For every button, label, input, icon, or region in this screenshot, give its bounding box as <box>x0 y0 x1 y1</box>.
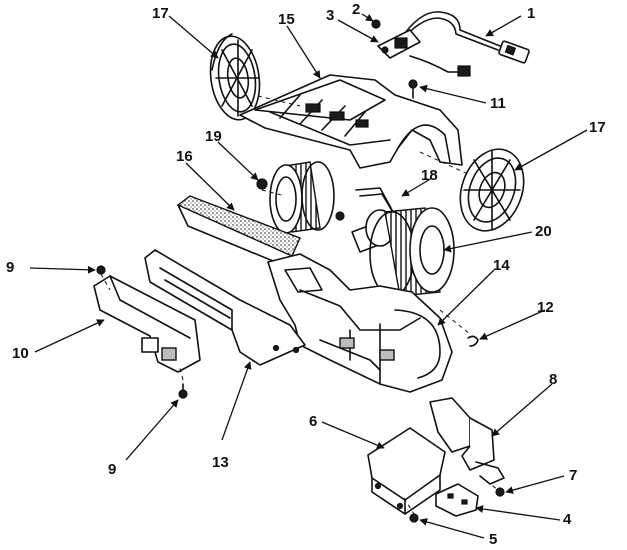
callout-18: 18 <box>421 167 438 184</box>
screw-7 <box>495 487 505 497</box>
screw-9-lower <box>178 383 188 399</box>
callout-15: 15 <box>278 11 295 28</box>
callout-8: 8 <box>549 371 557 388</box>
nut-19 <box>256 178 268 190</box>
screw-2 <box>371 19 381 29</box>
callout-5: 5 <box>489 531 497 548</box>
fan-grille-left <box>209 33 261 121</box>
callout-2: 2 <box>352 1 360 18</box>
callout-17-right: 17 <box>589 119 606 136</box>
callout-1: 1 <box>527 5 535 22</box>
callout-20: 20 <box>535 223 552 240</box>
callout-19: 19 <box>205 128 222 145</box>
callout-9-lower: 9 <box>108 461 116 478</box>
callout-labels: 1 2 3 4 5 6 7 8 9 9 10 11 12 13 14 15 16… <box>6 1 606 548</box>
callout-12: 12 <box>537 299 554 316</box>
callout-13: 13 <box>212 454 229 471</box>
air-duct <box>93 275 201 373</box>
callout-11: 11 <box>490 95 506 112</box>
screw-11 <box>408 79 418 99</box>
screw-9-upper <box>96 265 106 275</box>
upper-housing <box>239 74 463 169</box>
callout-4: 4 <box>563 511 572 528</box>
leader-lines <box>29 13 588 539</box>
callout-3: 3 <box>326 7 334 24</box>
callout-14: 14 <box>493 257 510 274</box>
callout-17-left: 17 <box>152 5 169 22</box>
callout-6: 6 <box>309 413 317 430</box>
blower-wheel-left <box>269 161 345 234</box>
callout-16: 16 <box>176 148 193 165</box>
callout-7: 7 <box>569 467 577 484</box>
fan-grille-right <box>459 148 525 232</box>
clip-12 <box>467 335 479 347</box>
blower-resistor <box>377 29 421 59</box>
air-filter <box>176 195 301 269</box>
mounting-bracket <box>367 427 446 515</box>
spacer-block <box>435 483 479 517</box>
blower-wheel-right <box>369 207 455 297</box>
callout-10: 10 <box>12 345 29 362</box>
housing-frame <box>144 249 306 366</box>
alignment-lines <box>100 95 499 515</box>
callout-9-upper: 9 <box>6 259 14 276</box>
screw-5 <box>409 513 419 523</box>
